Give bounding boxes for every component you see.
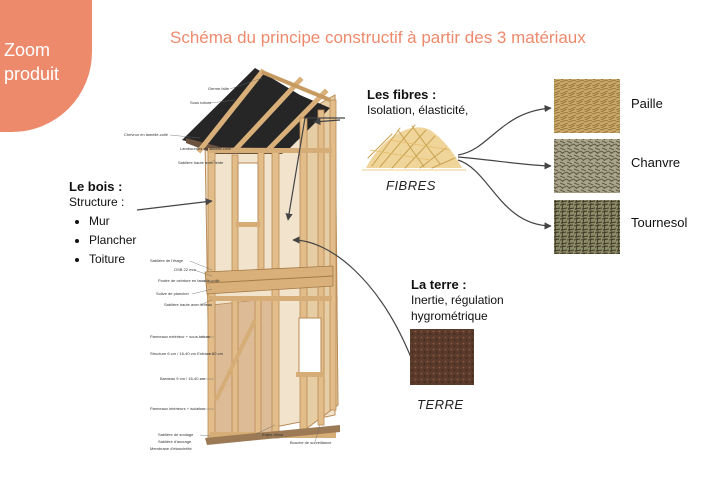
lower-interior-panel (211, 297, 279, 443)
zoom-line-1: Zoom (4, 40, 51, 60)
bois-item-plancher: Plancher (89, 231, 136, 250)
label-membrane: Membrane d'étanchéité (150, 446, 192, 451)
label-sabliere-ancrage: Sablière d'ancrage (158, 439, 192, 444)
arrow-to-chanvre (457, 156, 552, 170)
terre-caption: TERRE (417, 397, 464, 412)
arrow-to-tournesol (457, 159, 552, 230)
tournesol-swatch (554, 200, 620, 254)
zoom-line-2: produit (4, 64, 60, 84)
label-chevron: Chevron en lamellé-collé (124, 132, 169, 137)
label-leader-lines (169, 77, 321, 443)
label-germe-faite: Germe faîte (208, 86, 230, 91)
material-label-tournesol: Tournesol (631, 215, 688, 230)
label-sous-toiture: Sous toiture (190, 100, 212, 105)
chanvre-swatch (554, 139, 620, 193)
bois-item-mur: Mur (89, 212, 136, 231)
paille-swatch (554, 79, 620, 133)
label-osb: OSB 22 mm (174, 267, 196, 272)
label-bouche: Bouche de surveillance (290, 440, 332, 445)
upper-window (237, 162, 259, 224)
bois-list: Mur Plancher Toiture (69, 212, 136, 269)
terre-line-2: hygrométrique (411, 309, 488, 323)
bois-label: Le bois : Structure : Mur Plancher Toitu… (69, 179, 136, 269)
label-lambourdes: Lambourdes en lamellé-collé (180, 146, 232, 151)
label-enjeu-eau: Enjeu d'eau (262, 432, 283, 437)
page-title: Schéma du principe constructif à partir … (170, 28, 586, 47)
label-poutre: Poutre de ceinture en lamellé-collé (158, 278, 220, 283)
fibres-heading: Les fibres : (367, 87, 437, 102)
label-sabliere-etage: Sablière de l'étage (150, 258, 184, 263)
arrow-terre (292, 236, 413, 361)
bois-heading: Le bois : (69, 179, 123, 194)
label-solive: Solive de plancher (156, 291, 190, 296)
terre-swatch (410, 329, 474, 385)
arrow-fibres-1 (285, 117, 345, 221)
material-label-paille: Paille (631, 96, 663, 111)
zoom-badge-text: Zoom produit (4, 38, 59, 86)
fibres-caption: FIBRES (386, 178, 436, 193)
bois-subheading: Structure : (69, 195, 125, 209)
label-sabliere-soulage: Sablière de soulage (158, 432, 194, 437)
label-sabliere-linteau: Sablière haute avec linteau (164, 302, 212, 307)
component-labels: Germe faîte Sous toiture Chevron en lame… (124, 86, 332, 451)
material-label-chanvre: Chanvre (631, 155, 681, 170)
arrow-bois (136, 198, 213, 211)
terre-label: La terre : Inertie, régulation hygrométr… (411, 277, 504, 324)
fibres-description: Isolation, élasticité, (367, 103, 469, 117)
arrow-to-paille (457, 104, 552, 156)
lower-window (298, 317, 322, 374)
label-bardeau: Bardeau 9 cm / 16-40 cm (160, 376, 206, 381)
fibres-bundle (361, 124, 467, 171)
arrow-fibres-2 (313, 117, 341, 126)
terre-heading: La terre : (411, 277, 467, 292)
label-structure: Structure 6 cm / 16-40 cm Entraxe 60 cm (150, 351, 224, 356)
fibres-label: Les fibres : Isolation, élasticité, (367, 87, 468, 118)
label-panneaux-int: Panneaux intérieurs + isolation (150, 406, 205, 411)
foundation (205, 425, 340, 445)
label-panneaux-ext: Panneaux extérieur + sous-toiture (150, 334, 211, 339)
terre-line-1: Inertie, régulation (411, 293, 504, 307)
label-sabliere-haute: Sablière haute avec fente (178, 160, 224, 165)
bois-item-toiture: Toiture (89, 250, 136, 269)
